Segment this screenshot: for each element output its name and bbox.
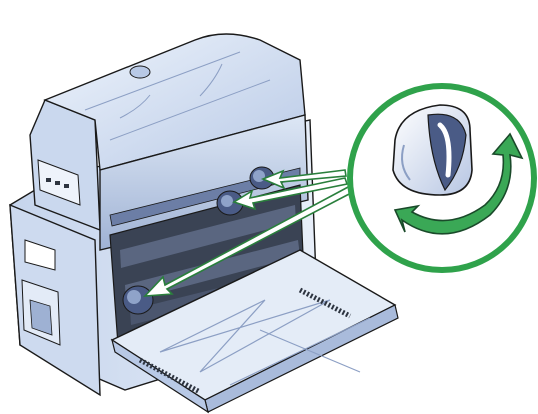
- arrow-to-knob-middle: [232, 177, 349, 211]
- knob-detail-icon: [392, 104, 473, 196]
- pointer-arrows: [142, 169, 355, 297]
- knob-lower-left: [122, 285, 154, 315]
- upper-housing: [29, 33, 309, 251]
- arrow-to-knob-upper: [260, 169, 347, 190]
- arrow-to-knob-lower: [142, 184, 355, 297]
- rotation-arrow-icon: [393, 132, 524, 235]
- open-service-door: [110, 249, 399, 414]
- knob-callout: [347, 83, 537, 273]
